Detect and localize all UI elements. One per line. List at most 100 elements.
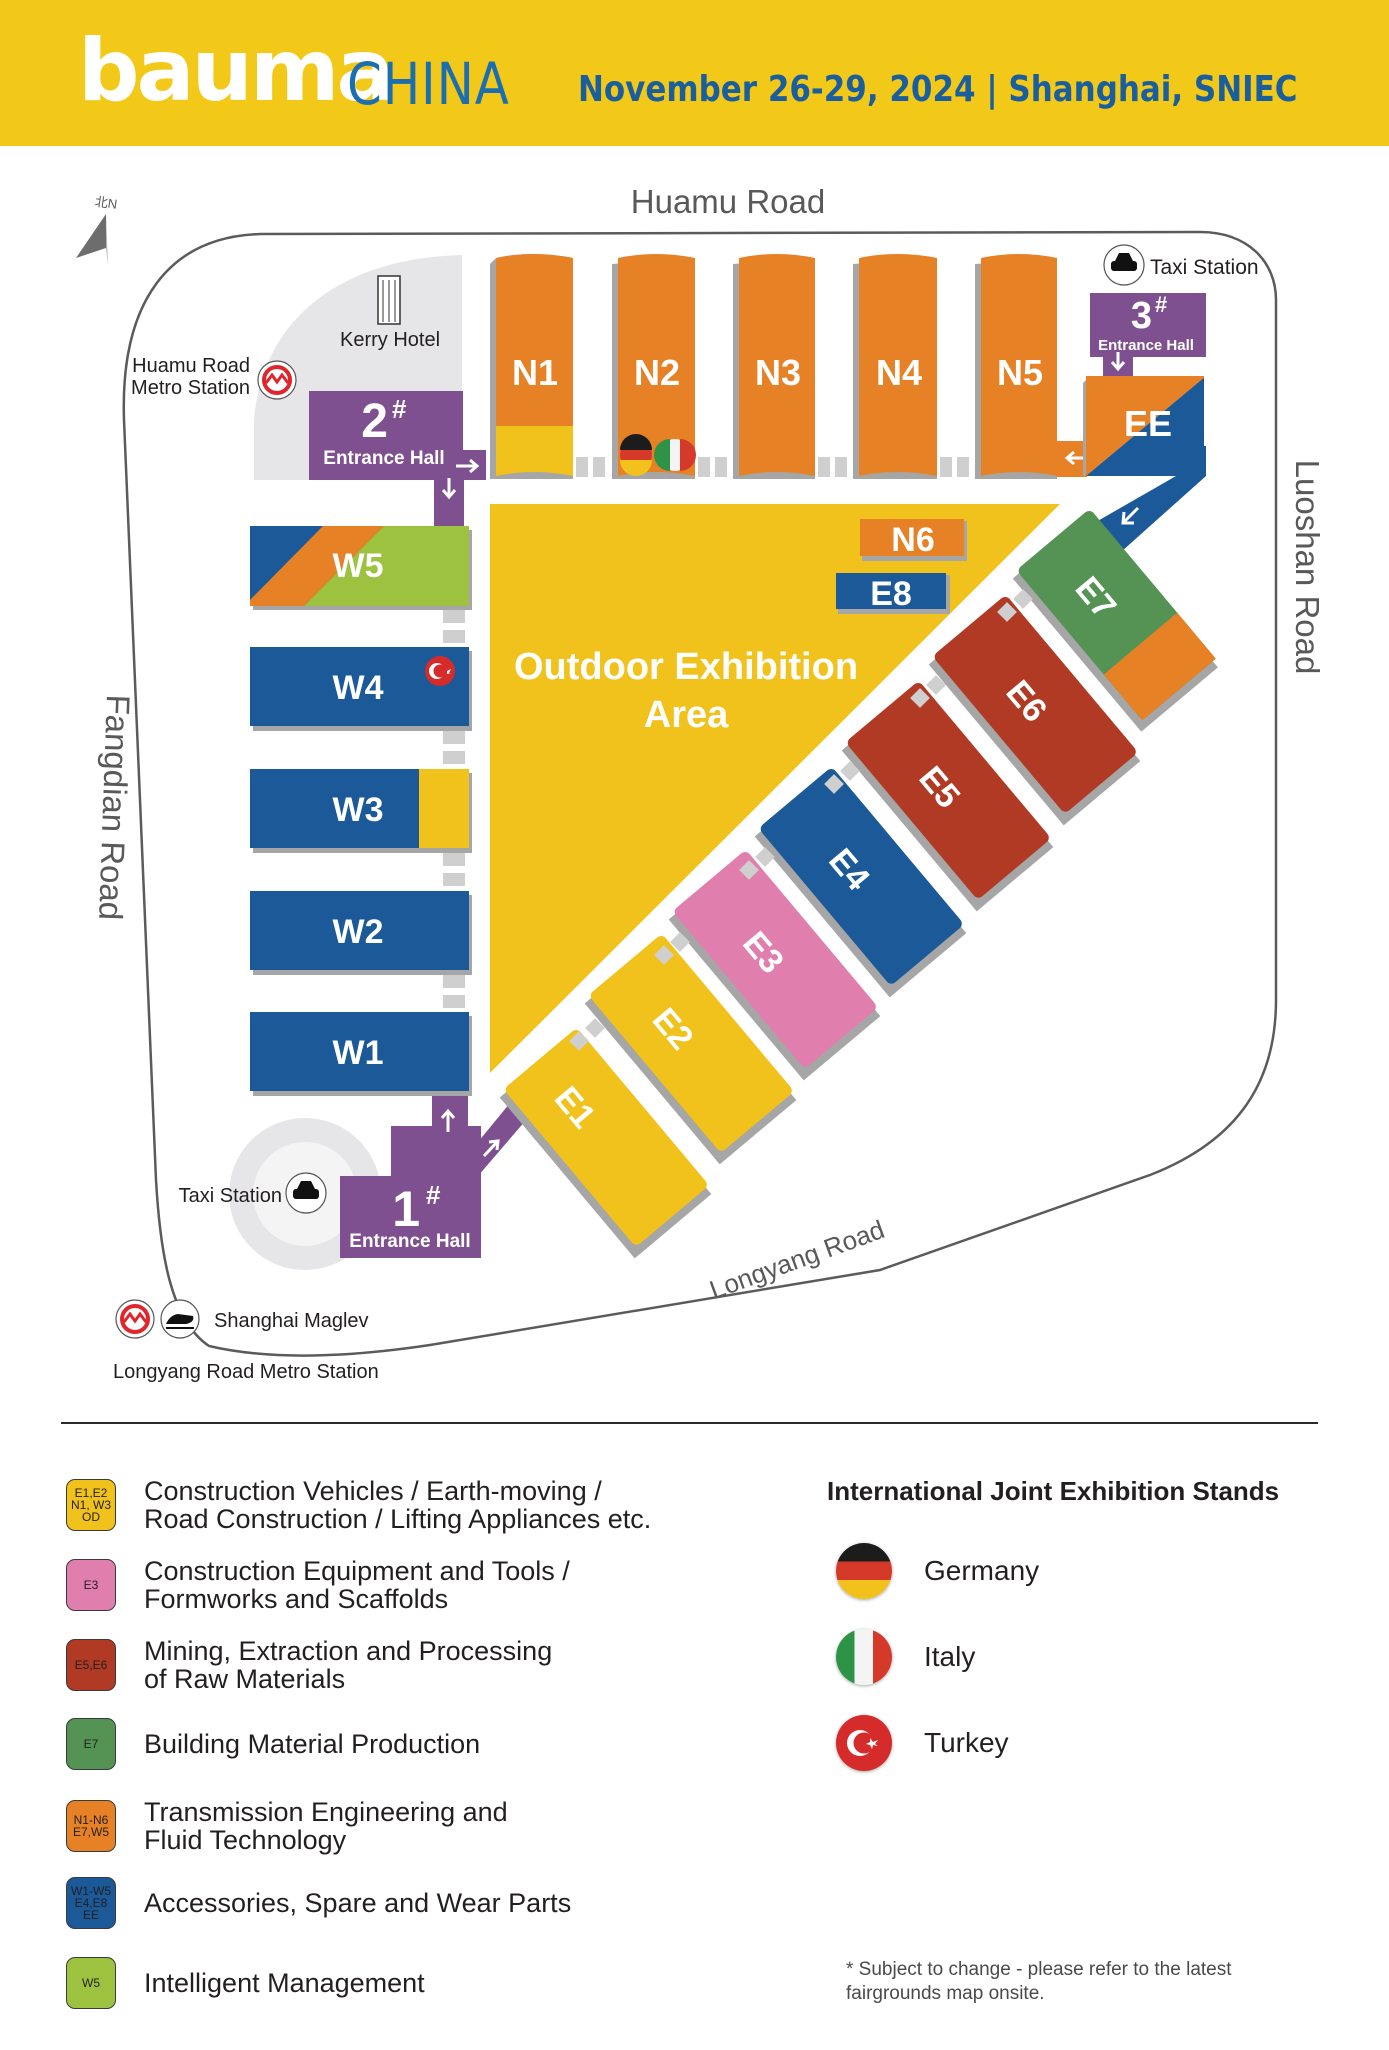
svg-text:W1: W1 (333, 1034, 384, 1072)
country-row-germany: Germany (836, 1543, 1039, 1599)
legend-divider (61, 1422, 1318, 1424)
hall-N2[interactable]: N2 (612, 254, 696, 479)
kerry-hotel-label: Kerry Hotel (340, 329, 440, 351)
hall-W1[interactable]: W1 (250, 1012, 472, 1096)
north-arrow-icon (76, 214, 108, 266)
legend-text: Mining, Extraction and Processing of Raw… (144, 1636, 553, 1694)
legend-item-mining: E5,E6 Mining, Extraction and Processing … (66, 1637, 552, 1693)
legend-text: Construction Equipment and Tools / Formw… (144, 1556, 570, 1614)
hall-W3[interactable]: W3 (250, 769, 472, 853)
legend-item-accessories: W1-W5 E4,E8 EE Accessories, Spare and We… (66, 1877, 571, 1929)
hall-W4[interactable]: W4 (250, 647, 472, 731)
hall-connectors-west (443, 610, 465, 1008)
road-label-north: Huamu Road (631, 183, 825, 220)
disclaimer-note: * Subject to change - please refer to th… (846, 1959, 1232, 2004)
entrance-2-sup: # (392, 394, 407, 424)
bauma-logo: bauma (78, 21, 394, 121)
turkey-flag-icon (836, 1715, 892, 1771)
entrance-1-label: Entrance Hall (349, 1231, 470, 1252)
header-banner: bauma CHINA November 26-29, 2024 | Shang… (0, 0, 1389, 146)
event-date-location: November 26-29, 2024 | Shanghai, SNIEC (578, 69, 1298, 110)
turkey-flag-icon (425, 656, 455, 686)
hall-N6[interactable]: N6 (860, 519, 967, 561)
legend-text: Accessories, Spare and Wear Parts (144, 1888, 572, 1918)
hall-EE[interactable]: EE (1083, 376, 1206, 476)
svg-text:W2: W2 (333, 913, 384, 951)
arrow-diag-icon (482, 1139, 500, 1158)
arrow-up-icon (440, 1108, 456, 1132)
entrance-3-number: 3 (1131, 295, 1152, 337)
legend-text: Intelligent Management (144, 1968, 425, 1998)
legend-item-construction-equipment: E3 Construction Equipment and Tools / Fo… (66, 1557, 570, 1613)
metro-icon (115, 1299, 155, 1339)
legend-item-construction-vehicles: E1,E2 N1, W3 OD Construction Vehicles / … (66, 1477, 651, 1533)
outdoor-area-label-2: Area (644, 694, 729, 736)
arrow-down-icon (441, 478, 457, 500)
fairground-map: 北N Huamu Road Luoshan Road Fangdian Road… (76, 183, 1326, 1383)
legend-item-transmission: N1-N6 E7,W5 Transmission Engineering and… (66, 1798, 508, 1854)
italy-flag-icon (654, 439, 696, 471)
arrow-left-icon (1064, 450, 1084, 466)
hall-E1[interactable]: E1 (497, 1028, 714, 1259)
hall-E7[interactable]: E7 (1010, 509, 1221, 732)
legend-text: Construction Vehicles / Earth-moving / R… (144, 1476, 652, 1534)
svg-text:EE: EE (1124, 403, 1172, 444)
hall-connectors-north (576, 457, 969, 477)
svg-text:N3: N3 (755, 352, 801, 393)
china-logo-suffix: CHINA (347, 50, 510, 118)
hall-N1[interactable]: N1 (490, 254, 573, 479)
svg-text:W5: W5 (333, 547, 384, 585)
country-label: Turkey (924, 1727, 1009, 1758)
legend-swatch: E5,E6 (66, 1639, 116, 1691)
hall-W5[interactable]: W5 (250, 526, 472, 610)
legend-item-building-material: E7 Building Material Production (66, 1718, 480, 1770)
road-label-south: Longyang Road (706, 1214, 889, 1305)
entrance-2[interactable]: 2 # Entrance Hall (309, 391, 486, 526)
country-row-italy: Italy (836, 1629, 975, 1685)
legend-item-intelligent-management: W5 Intelligent Management (66, 1957, 425, 2009)
hall-N5[interactable]: N5 (975, 254, 1087, 479)
huamu-metro-label-1: Huamu Road (132, 355, 250, 377)
svg-text:E8: E8 (870, 575, 912, 613)
hall-connectors-east (569, 589, 1033, 1051)
legend-text: Transmission Engineering and Fluid Techn… (144, 1797, 508, 1855)
legend-text: Building Material Production (144, 1729, 481, 1759)
maglev-label: Shanghai Maglev (214, 1310, 369, 1332)
outdoor-exhibition-area[interactable] (490, 504, 1060, 1073)
legend-swatch: N1-N6 E7,W5 (66, 1800, 116, 1852)
entrance-3-sup: # (1155, 292, 1167, 317)
hall-E3[interactable]: E3 (666, 850, 883, 1081)
hall-N3[interactable]: N3 (733, 254, 815, 479)
hall-E2[interactable]: E2 (582, 934, 799, 1165)
hall-N4[interactable]: N4 (853, 254, 937, 479)
legend-swatch: E3 (66, 1559, 116, 1611)
hall-E5[interactable]: E5 (839, 681, 1056, 912)
huamu-metro-label-2: Metro Station (131, 377, 250, 399)
germany-flag-icon (620, 434, 652, 476)
arrow-diag-icon (1121, 506, 1140, 525)
svg-text:N6: N6 (891, 521, 934, 559)
legend-swatch: E1,E2 N1, W3 OD (66, 1479, 116, 1531)
legend-swatch: E7 (66, 1718, 116, 1770)
entrance-1-number: 1 (392, 1181, 420, 1237)
entrance-1[interactable]: 1 # Entrance Hall (340, 1096, 526, 1258)
taxi-station-sw-label: Taxi Station (179, 1185, 282, 1207)
hall-E6[interactable]: E6 (926, 595, 1143, 826)
entrance-3[interactable]: 3 # Entrance Hall (1090, 292, 1206, 377)
taxi-station-ne-label: Taxi Station (1150, 256, 1259, 279)
germany-flag-icon (836, 1543, 892, 1599)
hall-E8[interactable]: E8 (836, 573, 950, 614)
arrow-right-icon (456, 458, 480, 474)
hall-W2[interactable]: W2 (250, 891, 472, 975)
taxi-icon (285, 1172, 327, 1214)
legend-swatch: W5 (66, 1957, 116, 2009)
arrow-down-icon (1110, 352, 1126, 372)
kerry-hotel-building-icon (377, 275, 401, 325)
entrance-2-label: Entrance Hall (323, 448, 444, 469)
hall-E4[interactable]: E4 (752, 767, 969, 998)
entrance-3-label: Entrance Hall (1098, 337, 1194, 354)
road-label-west: Fangdian Road (92, 694, 137, 921)
italy-flag-icon (836, 1629, 892, 1685)
entrance-1-sup: # (426, 1180, 441, 1210)
country-row-turkey: Turkey (836, 1715, 1009, 1771)
